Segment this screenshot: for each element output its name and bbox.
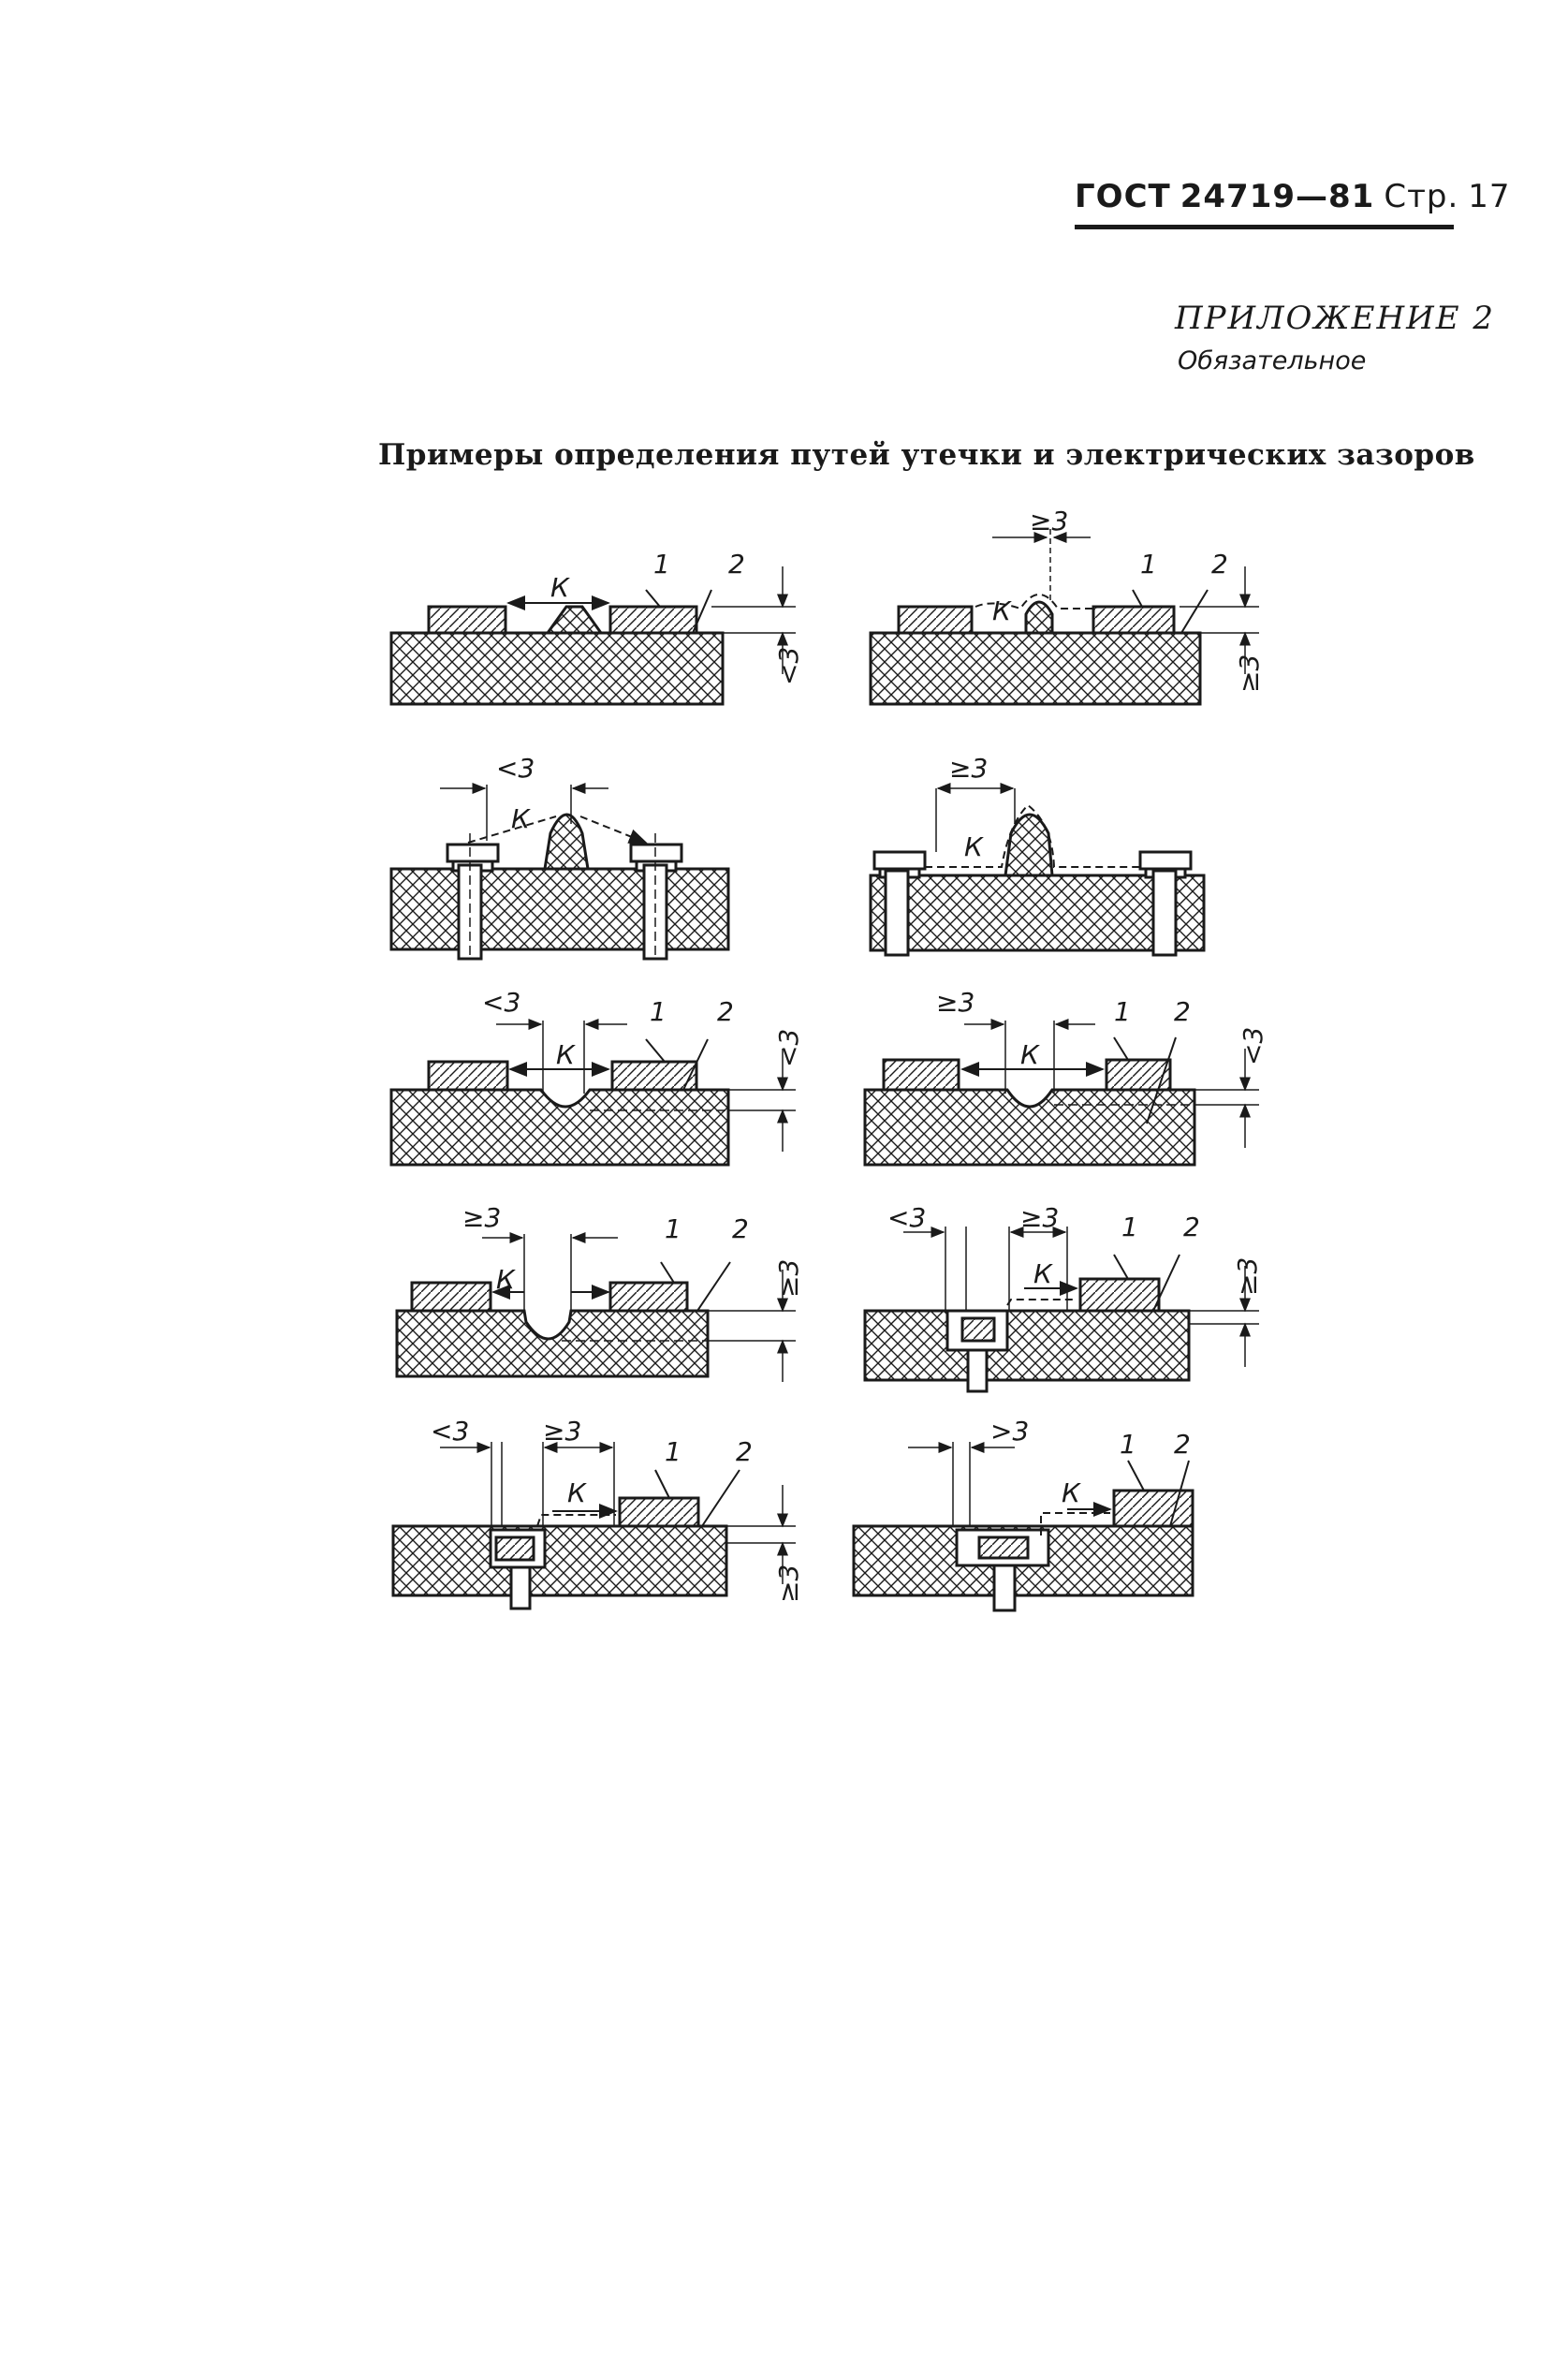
example-3a bbox=[389, 1019, 796, 1167]
example-2a bbox=[389, 783, 730, 961]
label-part-1: 1 bbox=[653, 549, 670, 580]
example-5b bbox=[852, 1442, 1194, 1612]
label-part-1: 1 bbox=[665, 1436, 681, 1467]
label-k: К bbox=[496, 1264, 516, 1295]
label-part-2: 2 bbox=[732, 1213, 749, 1244]
header-rule bbox=[1075, 225, 1454, 229]
label-part-2: 2 bbox=[717, 996, 734, 1027]
label-ge3: ≥3 bbox=[462, 1202, 501, 1233]
standard-label: ГОСТ bbox=[1075, 178, 1171, 215]
label-part-2: 2 bbox=[1174, 996, 1191, 1027]
label-k: К bbox=[992, 595, 1012, 626]
page-number: 17 bbox=[1468, 178, 1511, 215]
label-gt3: >3 bbox=[990, 1416, 1029, 1447]
label-part-2: 2 bbox=[736, 1436, 753, 1467]
label-part-1: 1 bbox=[665, 1213, 681, 1244]
example-5a bbox=[391, 1442, 796, 1610]
example-4a bbox=[395, 1232, 796, 1382]
label-ge3: ≥3 bbox=[773, 1259, 804, 1298]
label-lt3: <3 bbox=[773, 1029, 804, 1067]
label-part-2: 2 bbox=[1174, 1429, 1191, 1460]
appendix-title: ПРИЛОЖЕНИЕ 2 bbox=[1175, 300, 1496, 337]
label-part-1: 1 bbox=[1120, 1429, 1136, 1460]
label-k: К bbox=[567, 1477, 587, 1508]
label-ge3: ≥3 bbox=[936, 987, 975, 1018]
example-1a bbox=[389, 566, 796, 706]
label-part-1: 1 bbox=[650, 996, 667, 1027]
label-lt3: <3 bbox=[1238, 1027, 1268, 1065]
label-part-2: 2 bbox=[728, 549, 745, 580]
label-ge3: ≥3 bbox=[1234, 654, 1265, 693]
label-ge3: ≥3 bbox=[949, 753, 988, 784]
appendix-subtitle: Обязательное bbox=[1178, 346, 1367, 375]
label-k: К bbox=[1020, 1039, 1040, 1070]
label-ge3: ≥3 bbox=[1030, 506, 1068, 536]
label-part-1: 1 bbox=[1121, 1212, 1138, 1242]
label-ge3: ≥3 bbox=[1020, 1202, 1059, 1233]
label-part-1: 1 bbox=[1140, 549, 1157, 580]
label-ge3: ≥3 bbox=[543, 1416, 581, 1447]
label-k: К bbox=[1062, 1477, 1081, 1508]
label-ge3: ≥3 bbox=[1232, 1257, 1263, 1296]
label-k: К bbox=[511, 803, 531, 834]
label-ge3: ≥3 bbox=[773, 1565, 804, 1603]
example-1b bbox=[869, 529, 1259, 706]
example-3b bbox=[863, 1019, 1259, 1167]
label-part-2: 2 bbox=[1211, 549, 1228, 580]
label-lt3: <3 bbox=[496, 753, 535, 784]
label-k: К bbox=[550, 572, 570, 603]
label-lt3: <3 bbox=[482, 987, 520, 1018]
figure-title: Примеры определения путей утечки и элект… bbox=[378, 438, 1475, 472]
label-k: К bbox=[964, 831, 984, 862]
label-lt3: <3 bbox=[431, 1416, 469, 1447]
standard-number: 24719—81 bbox=[1180, 178, 1375, 215]
label-lt3: <3 bbox=[887, 1202, 926, 1233]
label-k: К bbox=[1033, 1258, 1053, 1289]
label-part-2: 2 bbox=[1183, 1212, 1200, 1242]
label-part-1: 1 bbox=[1114, 996, 1131, 1027]
label-k: К bbox=[556, 1039, 576, 1070]
example-2b bbox=[869, 783, 1206, 957]
example-4b bbox=[863, 1227, 1259, 1393]
page-label: Стр. bbox=[1384, 178, 1459, 215]
label-lt3: <3 bbox=[773, 647, 804, 685]
